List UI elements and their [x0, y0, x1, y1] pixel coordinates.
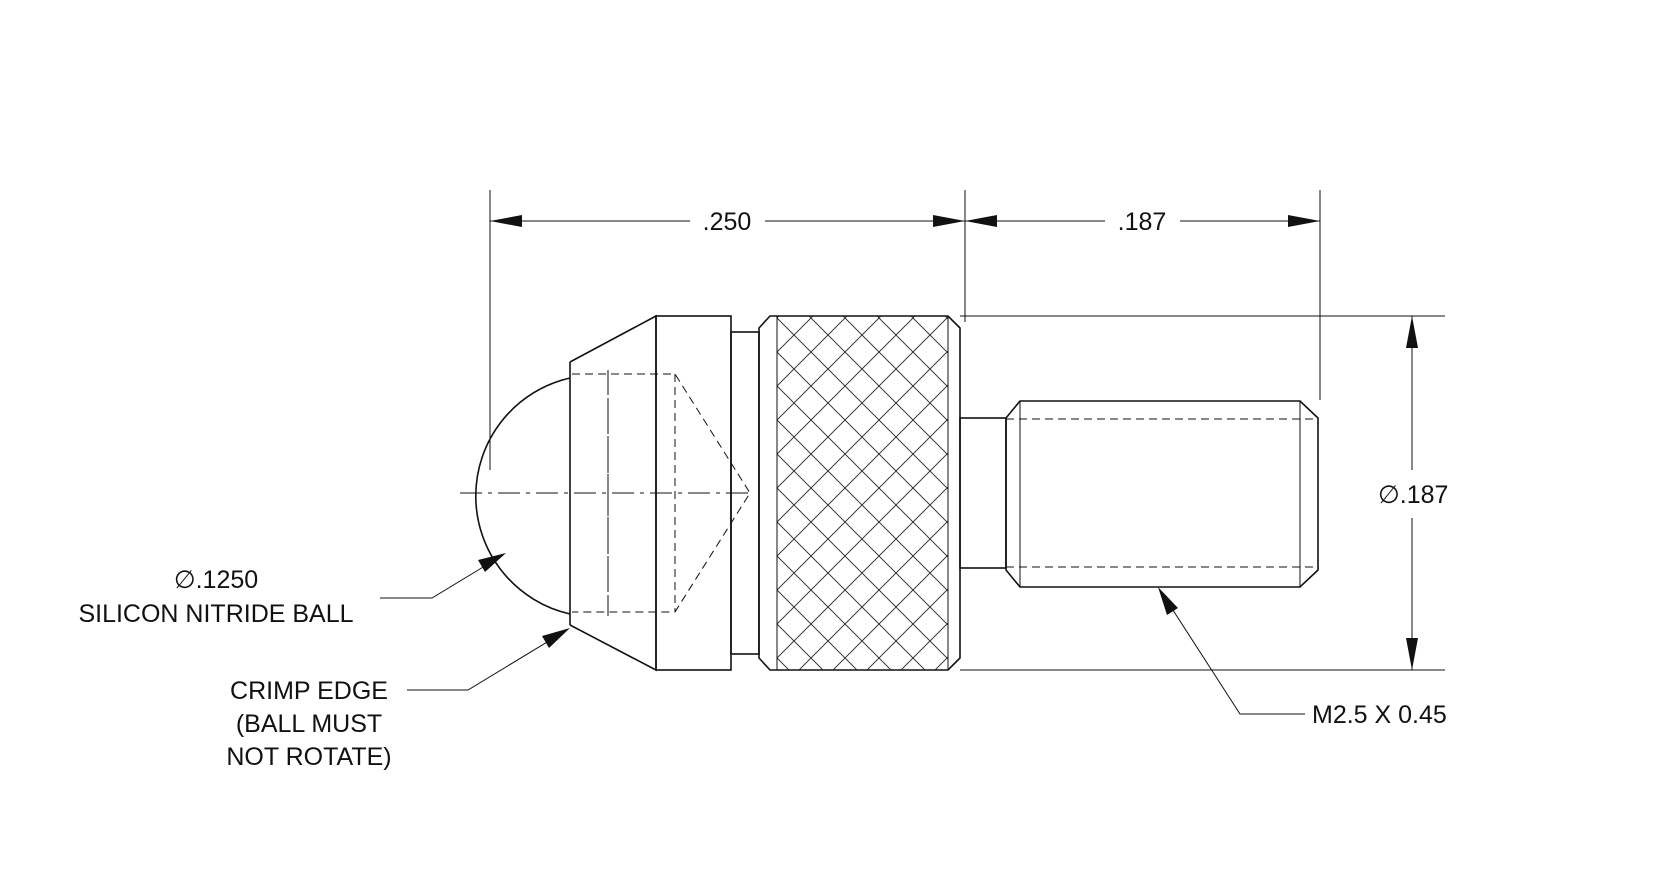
- thread-label: M2.5 X 0.45: [1312, 701, 1447, 729]
- thread-callout: M2.5 X 0.45: [1158, 587, 1447, 729]
- shank: [959, 417, 1007, 569]
- dimension-diameter-187-label: ∅.187: [1378, 481, 1448, 509]
- dimension-250-label: .250: [703, 208, 752, 236]
- threaded-stud: [1005, 400, 1319, 588]
- extension-lines: [489, 190, 1445, 671]
- ball-diameter-label: ∅.1250: [174, 566, 258, 594]
- diameter-symbol: ∅: [174, 566, 196, 594]
- silicon-nitride-ball: [474, 377, 571, 615]
- centerlines: [460, 370, 750, 616]
- ball-material-label: SILICON NITRIDE BALL: [78, 600, 353, 628]
- dimension-187-length: .187: [965, 208, 1320, 236]
- dimension-187-length-label: .187: [1118, 208, 1167, 236]
- dimension-250: .250: [490, 208, 965, 236]
- crimp-callout: CRIMP EDGE (BALL MUST NOT ROTATE): [226, 628, 570, 771]
- crimp-label-line3: NOT ROTATE): [226, 743, 391, 771]
- part-outline: [474, 314, 1319, 672]
- crimp-label-line2: (BALL MUST: [236, 710, 382, 738]
- diameter-symbol: ∅: [1378, 481, 1400, 509]
- ball-callout: ∅.1250 SILICON NITRIDE BALL: [78, 553, 506, 628]
- dimension-diameter-187: ∅.187: [1378, 316, 1448, 670]
- crimp-label-line1: CRIMP EDGE: [230, 677, 388, 705]
